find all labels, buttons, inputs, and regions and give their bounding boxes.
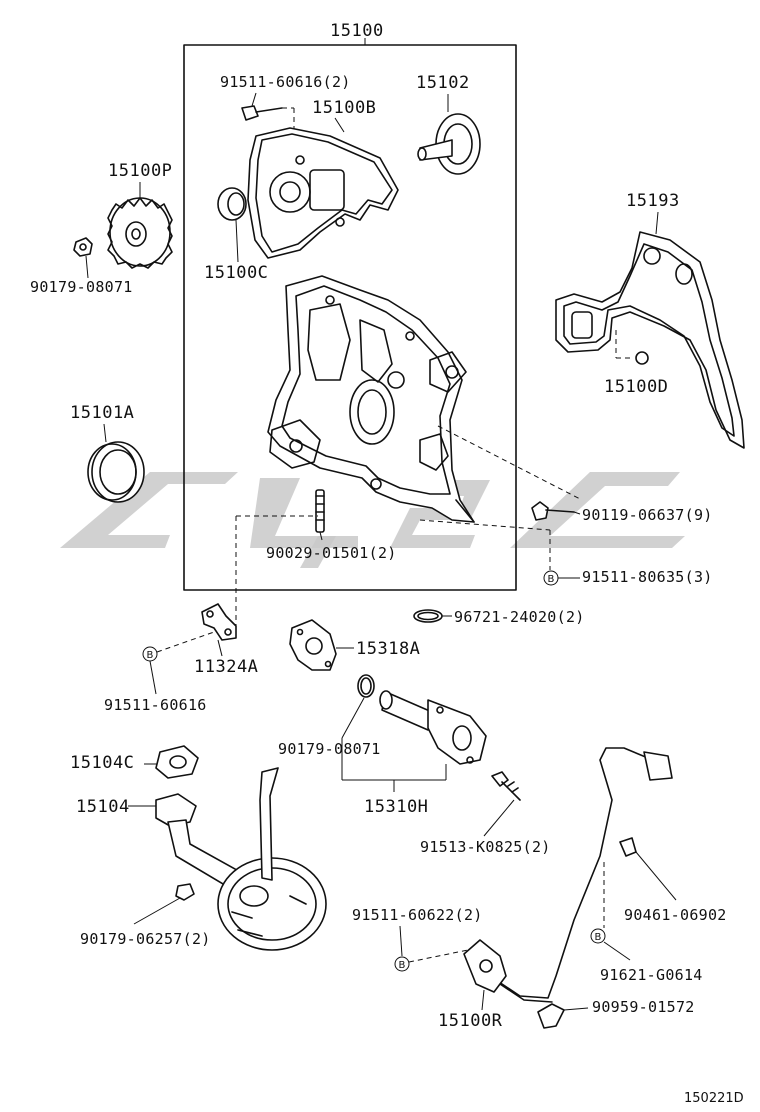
label-91511-60616-2: 91511-60616(2) xyxy=(220,73,351,91)
label-15100P: 15100P xyxy=(108,161,172,181)
oil-control-valve-15310H-icon xyxy=(379,690,487,765)
marker-B-91511-60622-icon: B xyxy=(394,956,410,972)
label-15100B: 15100B xyxy=(312,98,376,118)
label-15101A: 15101A xyxy=(70,403,134,423)
label-15318A: 15318A xyxy=(356,639,420,659)
label-11324A: 11324A xyxy=(194,657,258,677)
label-15100: 15100 xyxy=(330,21,384,41)
label-90179-08071-left: 90179-08071 xyxy=(30,278,133,296)
bracket-11324A-icon xyxy=(201,603,237,641)
clamp-90461-06902-icon xyxy=(619,837,637,857)
bolt-91511-60616-icon xyxy=(241,105,295,160)
svg-text:B: B xyxy=(147,650,154,661)
label-91511-60622-2: 91511-60622(2) xyxy=(352,906,483,924)
rotor-15102-icon xyxy=(417,113,481,175)
oring-96721-24020-icon xyxy=(413,609,443,623)
label-91513-K0825-2: 91513-K0825(2) xyxy=(420,838,551,856)
seal-15100C-icon xyxy=(217,187,247,221)
watermark-logo xyxy=(60,472,685,568)
oil-strainer-15104-icon xyxy=(155,767,327,951)
bolt-90119-06637-icon xyxy=(531,501,575,521)
nut-90179-08071-icon xyxy=(73,237,93,257)
assembly-frame-15100 xyxy=(183,44,517,591)
nut-90179-06257-icon xyxy=(175,883,195,901)
plug-15100D-icon xyxy=(635,351,649,365)
label-15104C: 15104C xyxy=(70,753,134,773)
oil-seal-15101A-icon xyxy=(87,441,145,503)
gasket-15318A-icon xyxy=(289,619,337,671)
stud-90029-01501-icon xyxy=(315,489,325,533)
label-90179-08071-mid: 90179-08071 xyxy=(278,740,381,758)
label-15104: 15104 xyxy=(76,797,130,817)
pump-cover-15100B-icon xyxy=(247,127,399,259)
label-91511-80635-3: 91511-80635(3) xyxy=(582,568,713,586)
label-90179-06257-2: 90179-06257(2) xyxy=(80,930,211,948)
label-91621-G0614: 91621-G0614 xyxy=(600,966,703,984)
gasket-15104C-icon xyxy=(155,745,199,779)
gasket-15193-icon xyxy=(555,231,745,449)
label-15100D: 15100D xyxy=(604,377,668,397)
diagram-code: 150221D xyxy=(684,1091,744,1106)
label-15100C: 15100C xyxy=(204,263,268,283)
timing-cover-body-icon xyxy=(267,275,475,523)
label-90461-06902: 90461-06902 xyxy=(624,906,727,924)
label-15100R: 15100R xyxy=(438,1011,503,1031)
label-90119-06637-9: 90119-06637(9) xyxy=(582,506,713,524)
label-91511-60616: 91511-60616 xyxy=(104,696,207,714)
marker-B-91621-G0614-icon: B xyxy=(590,928,606,944)
label-90029-01501-2: 90029-01501(2) xyxy=(266,544,397,562)
svg-text:B: B xyxy=(399,960,406,971)
oring-90179-08071-icon xyxy=(357,674,375,698)
label-15102: 15102 xyxy=(416,73,470,93)
label-96721-24020-2: 96721-24020(2) xyxy=(454,608,585,626)
oil-pressure-sensor-15100R-icon xyxy=(463,747,673,1003)
bolt-91513-K0825-icon xyxy=(491,771,521,801)
svg-text:B: B xyxy=(595,932,602,943)
label-90959-01572: 90959-01572 xyxy=(592,998,695,1016)
label-15310H: 15310H xyxy=(364,797,428,817)
gear-15100P-icon xyxy=(107,197,173,269)
clip-90959-01572-icon xyxy=(537,1003,565,1029)
label-15193: 15193 xyxy=(626,191,680,211)
svg-text:B: B xyxy=(548,574,555,585)
marker-B-91511-60616-icon: B xyxy=(142,646,158,662)
marker-B-91511-80635-icon: B xyxy=(543,570,559,586)
